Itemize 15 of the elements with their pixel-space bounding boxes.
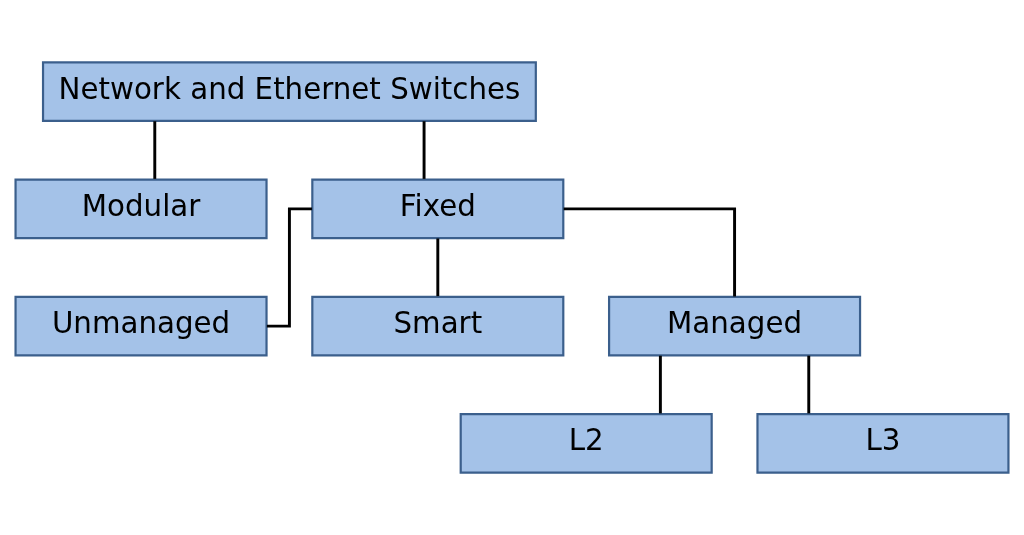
connector (153, 121, 157, 179)
node-box: Managed (608, 295, 862, 357)
node-box: Network and Ethernet Switches (41, 61, 537, 123)
connector (266, 207, 312, 328)
node-box: Modular (14, 178, 268, 240)
node-box: Fixed (311, 178, 565, 240)
node-box: Unmanaged (14, 295, 268, 357)
node-box: Smart (311, 295, 565, 357)
connector (563, 207, 737, 297)
connector (807, 355, 811, 414)
connector (422, 121, 426, 179)
node-box: L3 (756, 412, 1010, 474)
connector (658, 355, 662, 414)
node-box: L2 (459, 412, 713, 474)
connector (436, 238, 440, 297)
